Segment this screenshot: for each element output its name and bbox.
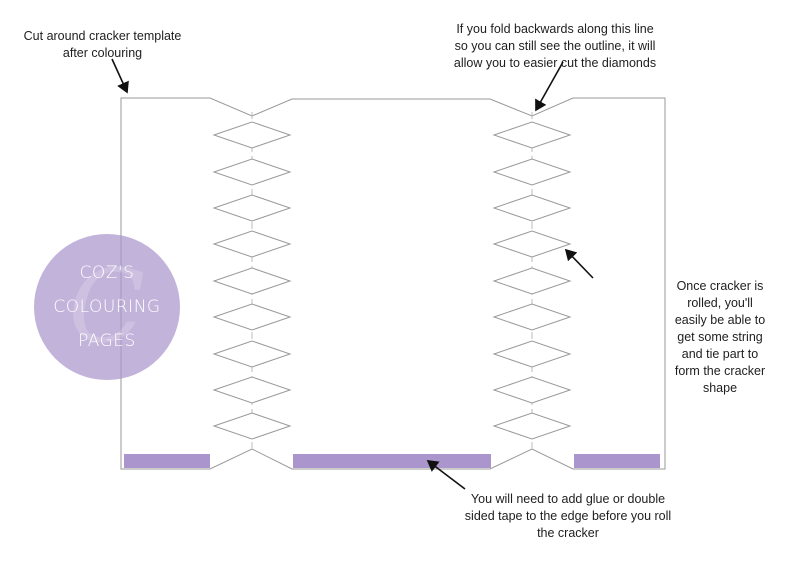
- watermark-line-2: COLOURING: [53, 297, 161, 317]
- watermark-logo: C COZ'S COLOURING PAGES: [34, 234, 180, 380]
- diamond-2-9: [492, 412, 572, 440]
- diamond-2-1: [492, 121, 572, 149]
- diamond-1-1: [212, 121, 292, 149]
- diamond-2-7: [492, 340, 572, 368]
- diamond-1-9: [212, 412, 292, 440]
- diamond-1-3: [212, 194, 292, 222]
- arrow-2: [535, 61, 564, 112]
- diamond-1-7: [212, 340, 292, 368]
- diamond-1-5: [212, 267, 292, 295]
- diamond-1-4: [212, 230, 292, 258]
- glue-strips: [124, 454, 660, 468]
- diamond-1-6: [212, 303, 292, 331]
- template-outline-path: [120, 97, 666, 470]
- watermark-line-3: PAGES: [78, 331, 136, 351]
- diamond-cutouts: [212, 121, 572, 440]
- diamond-1-2: [212, 158, 292, 186]
- diamond-2-5: [492, 267, 572, 295]
- glue-strip-1: [124, 454, 210, 468]
- fold-lines: [251, 112, 533, 452]
- pointer-arrows: [111, 58, 594, 490]
- glue-strip-3: [574, 454, 660, 468]
- diamond-2-6: [492, 303, 572, 331]
- glue-instruction: You will need to add glue or double side…: [464, 492, 672, 540]
- diamond-2-3: [492, 194, 572, 222]
- diamond-2-4: [492, 230, 572, 258]
- template-outline: [120, 97, 666, 470]
- arrow-1: [111, 58, 129, 94]
- diamond-2-8: [492, 376, 572, 404]
- watermark-letter: C: [68, 248, 146, 365]
- arrow-4: [426, 460, 466, 490]
- roll-instruction: Once cracker is rolled, you'll easily be…: [674, 279, 766, 395]
- glue-strip-2: [293, 454, 491, 468]
- diamond-2-2: [492, 158, 572, 186]
- arrow-3: [564, 248, 594, 279]
- fold-instruction: If you fold backwards along this line so…: [453, 22, 657, 70]
- watermark-line-1: COZ'S: [79, 263, 135, 283]
- cut-instruction: Cut around cracker template after colour…: [23, 29, 182, 60]
- diamond-1-8: [212, 376, 292, 404]
